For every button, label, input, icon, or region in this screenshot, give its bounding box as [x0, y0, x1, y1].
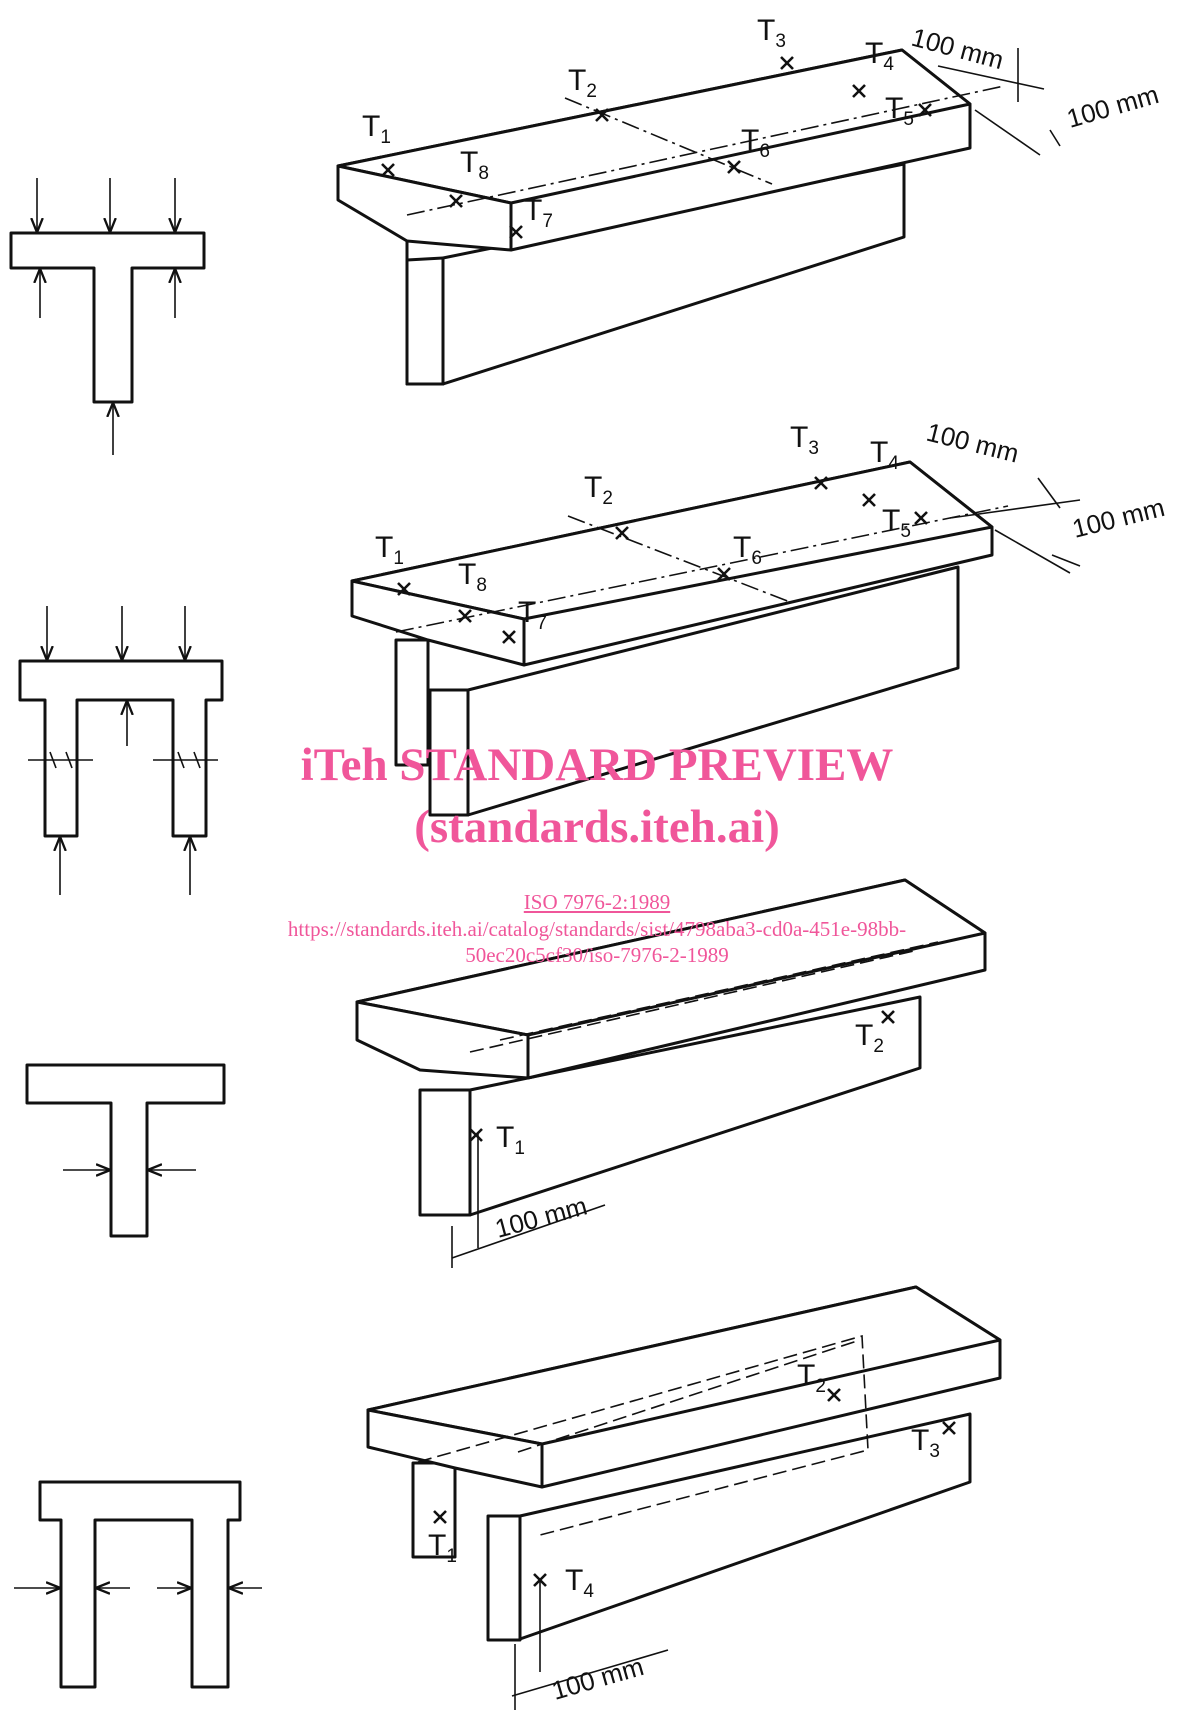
- fig1-beam: [336, 48, 1061, 386]
- point-label-t7: T7: [518, 596, 547, 634]
- measurement-point-t7: T7: [502, 596, 547, 644]
- point-cross-mark: [381, 163, 395, 177]
- point-label-t1: T1: [375, 531, 404, 569]
- point-label-t4: T4: [870, 436, 899, 474]
- watermark-title: iTeh STANDARD PREVIEW: [300, 739, 894, 791]
- point-label-t3: T3: [790, 421, 819, 459]
- point-cross-mark: [881, 1010, 895, 1024]
- point-cross-mark: [433, 1510, 447, 1524]
- point-cross-mark: [918, 103, 932, 117]
- watermark-standard-link[interactable]: ISO 7976-2:1989: [523, 890, 671, 914]
- point-cross-mark: [533, 1573, 547, 1587]
- point-label-t6: T6: [733, 531, 762, 569]
- fig4-beam: [366, 1285, 1002, 1710]
- point-cross-mark: [780, 56, 794, 70]
- measurement-point-t8: T8: [458, 558, 487, 623]
- point-cross-mark: [814, 476, 828, 490]
- point-cross-mark: [862, 493, 876, 507]
- point-cross-mark: [595, 108, 609, 122]
- point-label-t2: T2: [568, 64, 597, 102]
- watermark-url-line-1[interactable]: https://standards.iteh.ai/catalog/standa…: [287, 917, 907, 941]
- point-cross-mark: [827, 1388, 841, 1402]
- point-label-t1: T1: [362, 110, 391, 148]
- measurement-point-t2: T2: [855, 1010, 895, 1057]
- point-cross-mark: [852, 84, 866, 98]
- measurement-point-t3: T3: [790, 421, 828, 490]
- fig1-dim-b: 100 mm: [1063, 79, 1162, 134]
- measurement-point-t1: T1: [428, 1510, 457, 1567]
- point-cross-mark: [914, 511, 928, 525]
- point-cross-mark: [449, 194, 463, 208]
- point-cross-mark: [727, 160, 741, 174]
- fig2-dim-a: 100 mm: [924, 417, 1022, 469]
- fig3-section: [25, 1063, 226, 1238]
- point-label-t8: T8: [458, 558, 487, 596]
- point-cross-mark: [458, 609, 472, 623]
- point-cross-mark: [502, 630, 516, 644]
- point-cross-mark: [615, 526, 629, 540]
- fig2-section: [18, 606, 224, 895]
- fig3-beam: [355, 878, 987, 1268]
- point-cross-mark: [469, 1128, 483, 1142]
- point-cross-mark: [942, 1421, 956, 1435]
- point-label-t3: T3: [757, 14, 786, 52]
- fig4-section: [14, 1480, 262, 1689]
- point-label-t4: T4: [865, 37, 894, 75]
- fig2-beam: [350, 460, 1081, 817]
- fig2-dim-b: 100 mm: [1069, 492, 1167, 544]
- point-cross-mark: [509, 225, 523, 239]
- point-cross-mark: [717, 567, 731, 581]
- fig1-section: [9, 178, 206, 455]
- watermark-site: (standards.iteh.ai): [414, 801, 780, 853]
- measurement-point-t3: T3: [757, 14, 794, 70]
- watermark-url-line-2[interactable]: 50ec20c5cf30/iso-7976-2-1989: [465, 943, 729, 967]
- point-label-t2: T2: [584, 471, 613, 509]
- point-cross-mark: [397, 582, 411, 596]
- measurement-point-t6: T6: [717, 531, 762, 581]
- fig4-dim: 100 mm: [548, 1651, 647, 1706]
